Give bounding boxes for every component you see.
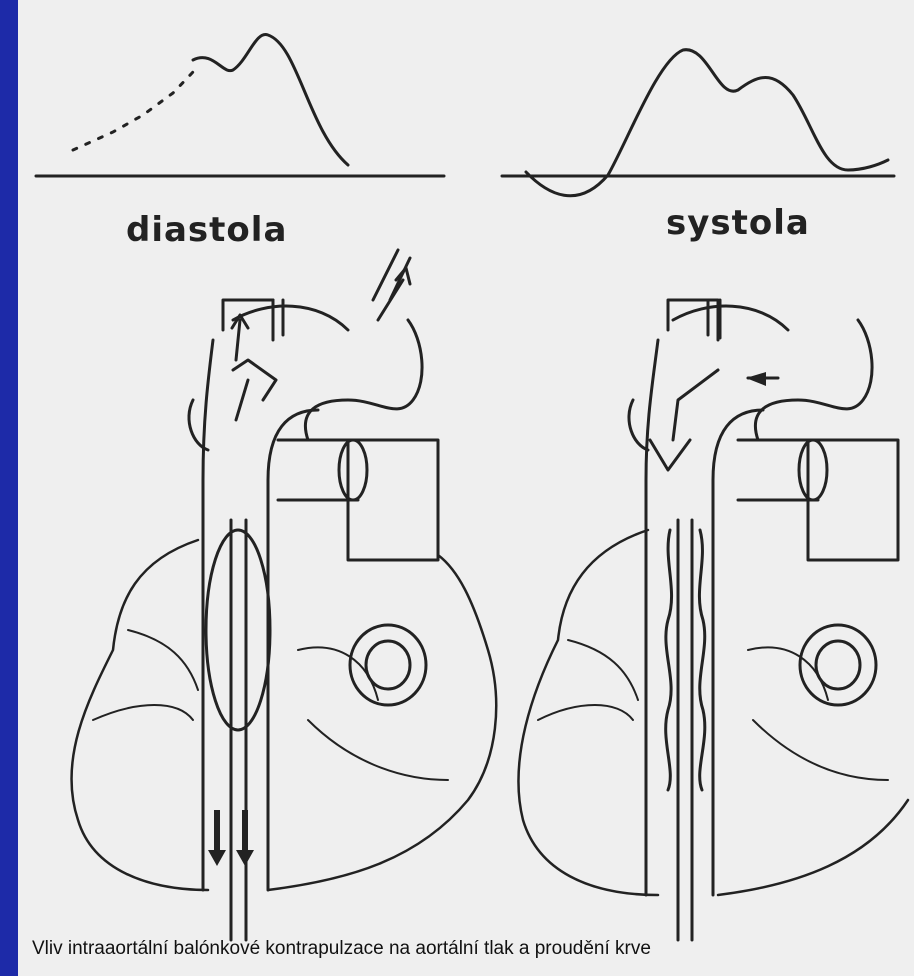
heart-systola	[518, 300, 908, 940]
diastola-label: diastola	[126, 210, 287, 250]
illustration	[18, 0, 914, 976]
systola-label: systola	[666, 203, 810, 243]
figure-panel: diastola systola Vliv intraaortální baló…	[18, 0, 914, 976]
heart-diastola	[71, 250, 496, 940]
flow-arrow-systola	[746, 372, 766, 386]
figure-caption: Vliv intraaortální balónkové kontrapulza…	[32, 938, 651, 960]
diastola-pressure-curve	[36, 34, 444, 176]
systola-pressure-curve	[502, 50, 894, 196]
